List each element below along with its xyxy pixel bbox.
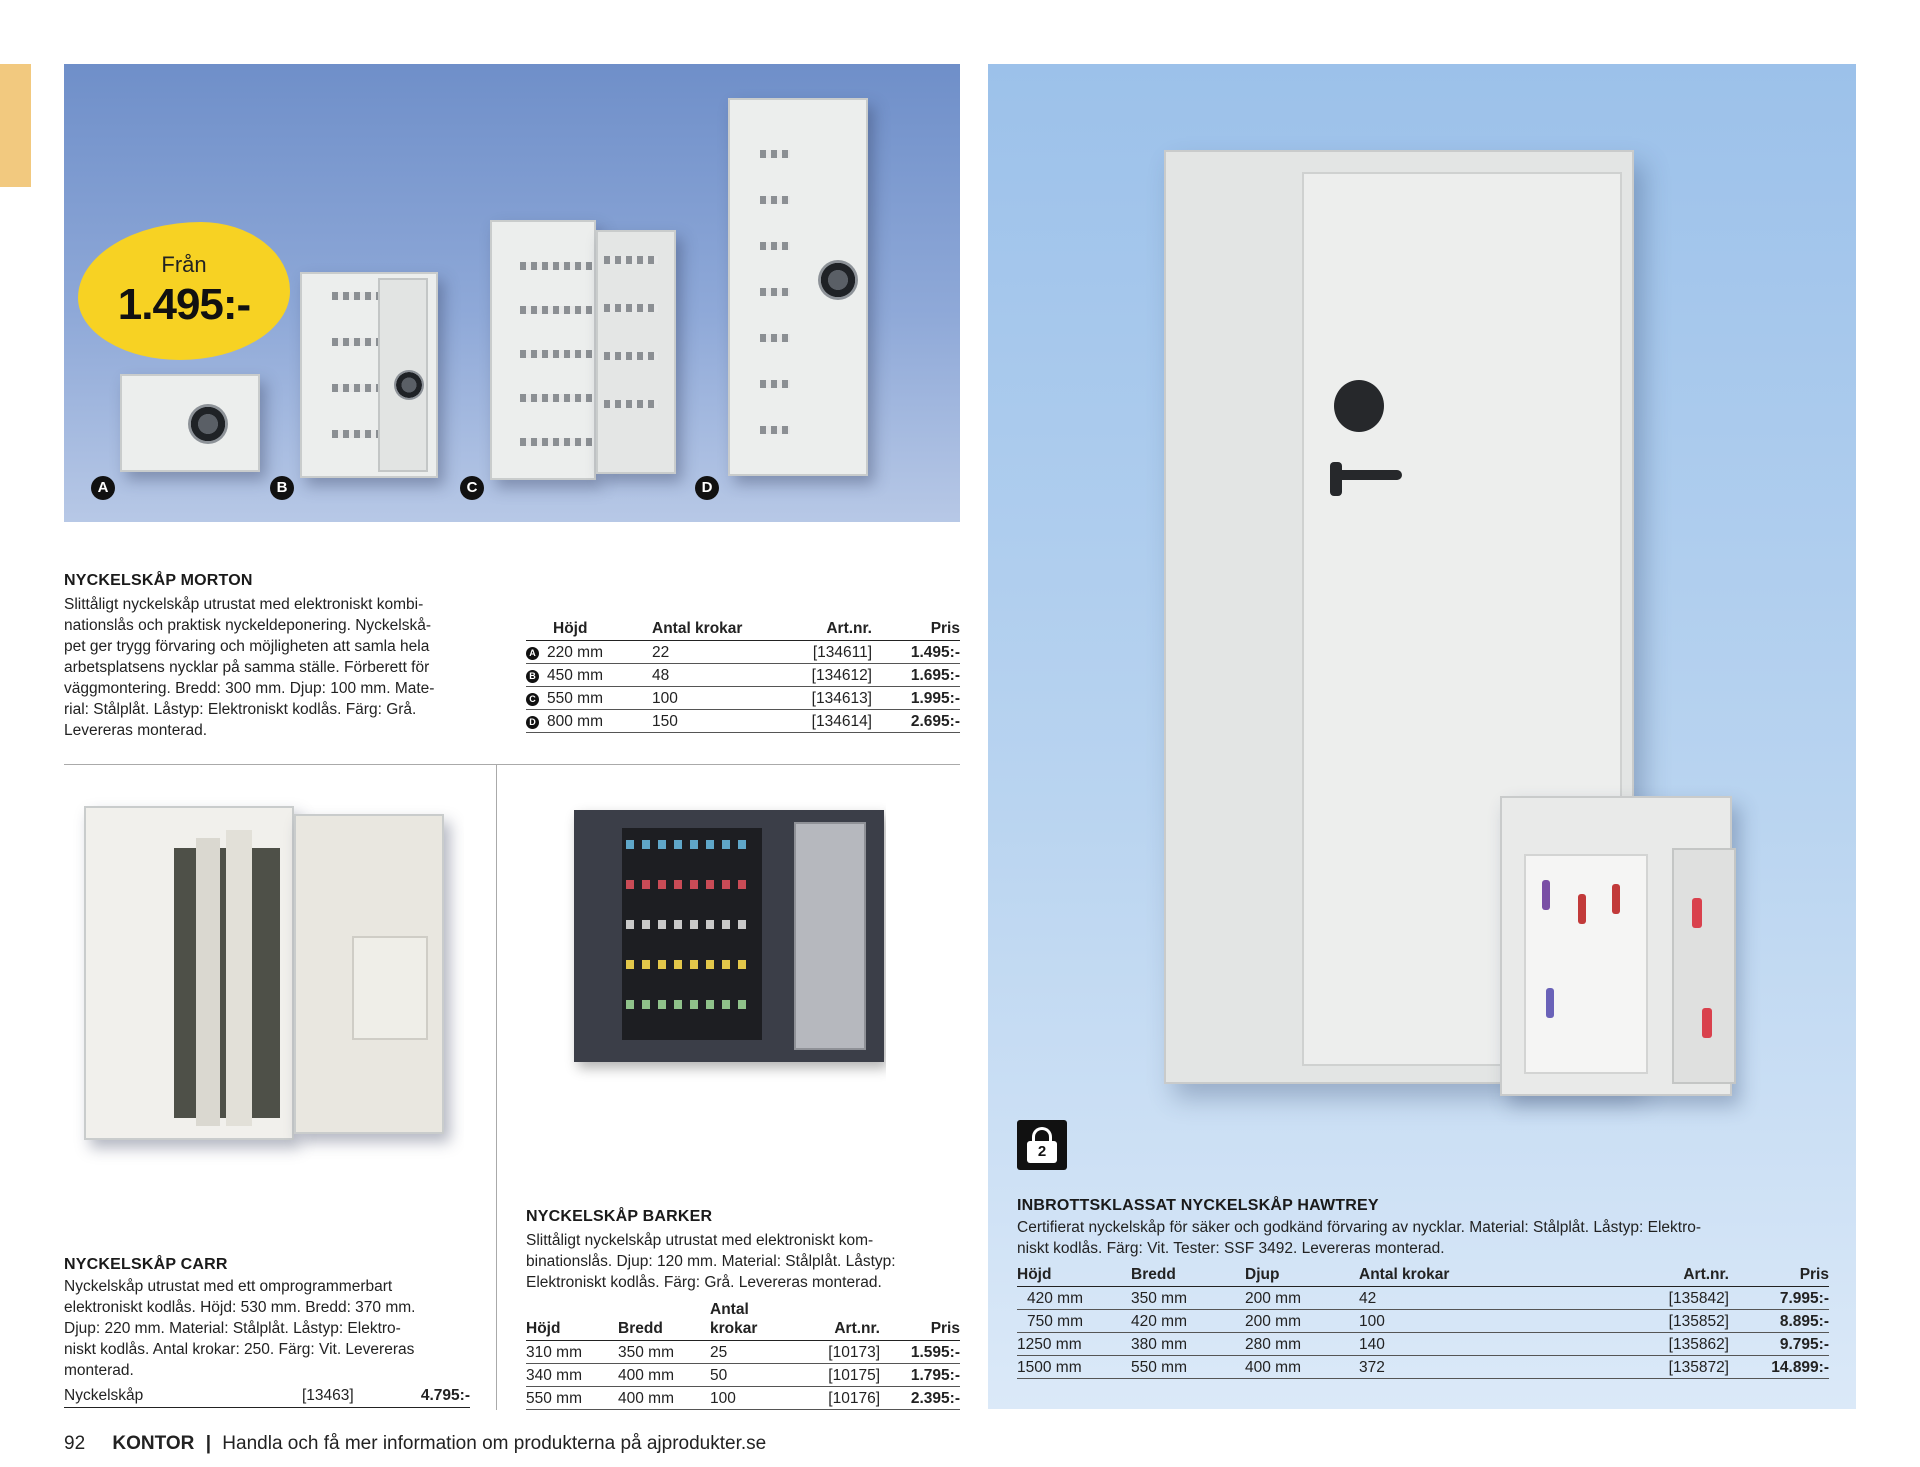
variant-badge-a: A [91, 476, 115, 500]
carr-cabinet [84, 806, 294, 1140]
variant-badge-b: B [270, 476, 294, 500]
morton-description: Slittåligt nyckelskåp utrustat med elekt… [64, 596, 435, 739]
cabinet-c [490, 220, 596, 480]
price-amount: 1.495:- [117, 280, 251, 329]
carr-door [294, 814, 444, 1134]
divider-vertical [496, 764, 497, 1410]
footer-section: KONTOR [112, 1433, 195, 1454]
barker-product-photo [556, 792, 886, 1082]
footer-text: Handla och få mer information om produkt… [222, 1433, 767, 1454]
hawtrey-description: Certifierat nyckelskåp för säker och god… [1017, 1219, 1702, 1257]
barker-description: Slittåligt nyckelskåp utrustat med elekt… [526, 1232, 896, 1291]
cabinet-d [728, 98, 868, 476]
carr-title: NYCKELSKÅP CARR [64, 1256, 228, 1273]
lock-class-badge: 2 [1017, 1120, 1067, 1170]
table-row: Nyckelskåp [13463] 4.795:- [64, 1384, 470, 1408]
price-badge: Från 1.495:- [78, 222, 290, 360]
barker-cabinet [574, 810, 884, 1062]
morton-product-photo: A B C D [64, 64, 960, 522]
carr-spec-table: Nyckelskåp [13463] 4.795:- [64, 1384, 470, 1408]
lock-icon [1032, 1127, 1052, 1143]
footer-separator: | [205, 1433, 212, 1454]
price-from-label: Från [161, 252, 207, 277]
section-tab-marker [0, 64, 31, 187]
carr-description: Nyckelskåp utrustat med ett omprogrammer… [64, 1278, 416, 1379]
morton-title: NYCKELSKÅP MORTON [64, 572, 253, 589]
cabinet-a [120, 374, 260, 472]
variant-badge-c: C [460, 476, 484, 500]
page-number: 92 [64, 1433, 86, 1454]
divider-horizontal [64, 764, 960, 765]
page-footer: 92 KONTOR | Handla och få mer informatio… [64, 1433, 766, 1455]
carr-product-photo [64, 780, 464, 1170]
hawtrey-small-cabinet [1500, 796, 1736, 1096]
lock-class-number: 2 [1027, 1141, 1057, 1163]
barker-title: NYCKELSKÅP BARKER [526, 1208, 713, 1225]
cabinet-c-door [596, 230, 676, 474]
cabinet-b [300, 272, 438, 478]
hawtrey-product-photo [988, 64, 1856, 1409]
variant-badge-d: D [695, 476, 719, 500]
hawtrey-spec-table: Höjd Bredd Djup Antal krokar Art.nr. Pri… [1017, 1266, 1829, 1379]
hawtrey-title: INBROTTSKLASSAT NYCKELSKÅP HAWTREY [1017, 1197, 1379, 1214]
